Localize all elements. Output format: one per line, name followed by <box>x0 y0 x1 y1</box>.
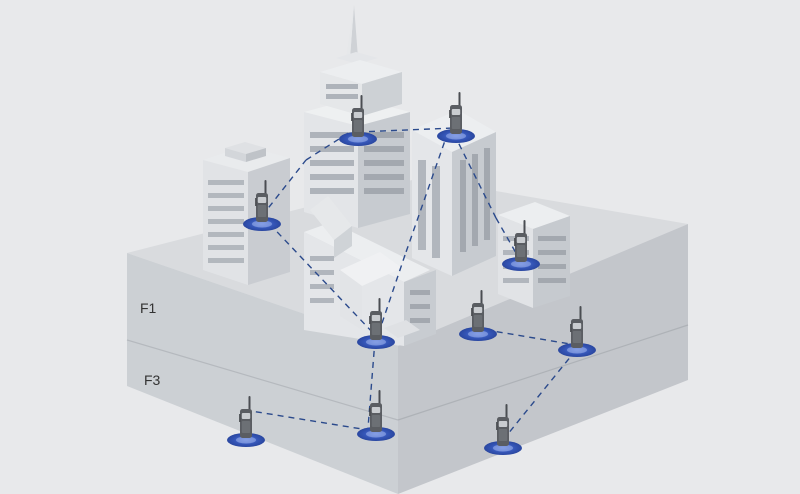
building-right-tall <box>412 110 496 276</box>
radio-links <box>244 127 577 441</box>
floor-label-f3: F3 <box>144 372 161 388</box>
floor-label-f1: F1 <box>140 300 157 316</box>
building-small-right <box>498 202 570 308</box>
building-left <box>203 142 290 285</box>
